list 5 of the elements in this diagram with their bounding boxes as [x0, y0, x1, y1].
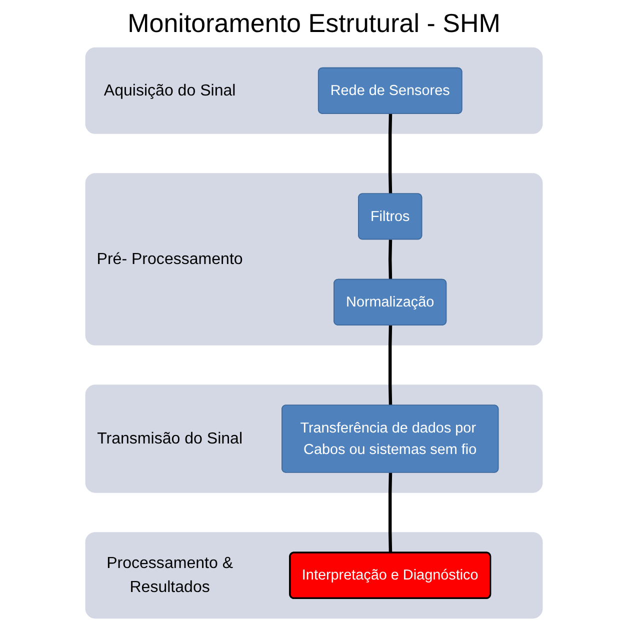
diagram-title: Monitoramento Estrutural - SHM: [126, 8, 502, 39]
connector: [388, 472, 392, 553]
connector: [388, 240, 392, 280]
connector: [388, 114, 392, 194]
connector: [388, 325, 392, 406]
